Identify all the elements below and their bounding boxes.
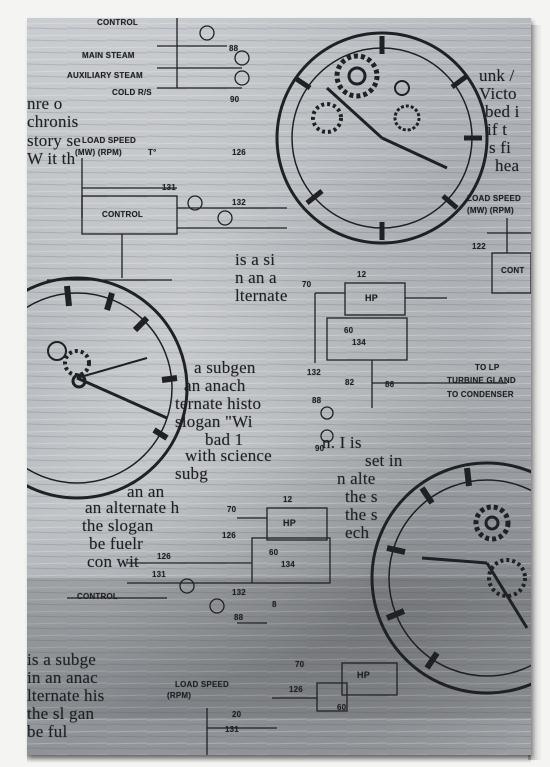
text-fragment-m1: a subgen [194, 358, 256, 377]
label-90b: 90 [315, 444, 325, 453]
label-131a: 131 [162, 183, 176, 192]
clock-bottom-right [370, 461, 531, 695]
label-load-speed-right: LOAD SPEED [467, 194, 522, 203]
text-fragment-m12: con wit [87, 552, 139, 571]
text-fragment-m3: ternate histo [175, 394, 262, 413]
label-126d: 126 [289, 685, 303, 694]
label-rpm-bottom: (RPM) [167, 691, 192, 700]
text-fragment-rr1: n. I is [322, 433, 362, 452]
label-hp-2: HP [283, 518, 296, 528]
label-main-steam: MAIN STEAM [82, 51, 135, 60]
label-126c: 126 [157, 552, 171, 561]
label-8: 8 [272, 600, 277, 609]
label-cold: COLD R/S [112, 88, 152, 97]
board-side-shadow [528, 25, 542, 760]
label-70c: 70 [295, 660, 305, 669]
label-rpm: (MW) (RPM) [75, 148, 122, 157]
text-fragment-b3: lternate his [27, 686, 105, 705]
label-82: 82 [345, 378, 355, 387]
text-fragment-m6: with science [185, 446, 272, 465]
label-t0: T° [148, 148, 157, 157]
text-fragment-m8: an an [127, 482, 165, 501]
text-fragment-rr5: the s [345, 505, 378, 524]
silver-collage-board: CONTROL MAIN STEAM AUXILIARY STEAM COLD … [27, 18, 531, 755]
label-60b: 60 [269, 548, 279, 557]
label-60c: 60 [337, 703, 347, 712]
label-cont-right: CONT [501, 266, 525, 275]
label-132c: 132 [232, 588, 246, 597]
label-126b: 126 [222, 531, 236, 540]
label-88a: 88 [229, 44, 239, 53]
text-fragment-b4: the sl gan [27, 704, 95, 723]
label-to-lp: TO LP [475, 363, 500, 372]
label-hp-3: HP [357, 670, 370, 680]
label-126a: 126 [232, 148, 246, 157]
dark-smudge-band [27, 578, 531, 718]
text-fragment-m9: an alternate h [85, 498, 180, 517]
label-turbine-gland: TURBINE GLAND [447, 376, 516, 385]
text-fragment-tr6: hea [495, 156, 520, 175]
text-fragment-m5: bad 1 [205, 430, 244, 449]
label-control-top: CONTROL [97, 18, 138, 27]
clock-top-right [275, 31, 489, 245]
label-132a: 132 [232, 198, 246, 207]
text-fragment-tr2: Victo [479, 84, 517, 103]
text-fragment-tr1: unk / [479, 66, 515, 85]
text-fragment-r4: W it th [27, 149, 76, 168]
text-fragment-b2: in an anac [27, 668, 98, 687]
label-131b: 131 [152, 570, 166, 579]
text-fragment-r2: chronis [27, 112, 79, 131]
label-134b: 134 [281, 560, 295, 569]
text-fragment-rr6: ech [345, 523, 370, 542]
label-load-speed: LOAD SPEED [82, 136, 137, 145]
label-hp-1: HP [365, 293, 378, 303]
text-fragment-m4: slogan "Wi [175, 412, 253, 431]
text-fragment-c3: lternate [235, 286, 288, 305]
board-bottom-shadow [27, 755, 531, 763]
text-fragment-tr4: if t [487, 120, 508, 139]
label-20: 20 [232, 710, 242, 719]
label-122: 122 [472, 242, 486, 251]
label-86: 86 [385, 380, 395, 389]
text-fragment-rr3: n alte [337, 469, 376, 488]
text-fragment-b1: is a subge [27, 650, 97, 669]
schematic-lines [47, 18, 531, 755]
label-12a: 12 [357, 270, 367, 279]
text-fragment-m10: the slogan [82, 516, 154, 535]
label-load-speed-bottom: LOAD SPEED [175, 680, 230, 689]
brushed-texture [27, 18, 531, 755]
text-fragment-c1: is a si [235, 250, 276, 269]
text-fragment-rr2: set in [365, 451, 403, 470]
label-control-mid: CONTROL [102, 210, 143, 219]
label-90a: 90 [230, 95, 240, 104]
label-auxiliary-steam: AUXILIARY STEAM [67, 71, 143, 80]
text-fragment-r1: nre o [27, 94, 63, 113]
stamped-artwork [27, 18, 531, 755]
label-mw-right: (MW) (RPM) [467, 206, 514, 215]
label-132b: 132 [307, 368, 321, 377]
label-to-condenser: TO CONDENSER [447, 390, 514, 399]
label-70b: 70 [227, 505, 237, 514]
label-88c: 88 [234, 613, 244, 622]
label-131c: 131 [225, 725, 239, 734]
text-fragment-tr5: s fi [489, 138, 512, 157]
text-fragment-r3: story se [27, 131, 82, 150]
clock-left [27, 276, 189, 500]
text-fragment-m2: an anach [184, 376, 246, 395]
text-fragment-m7: subg [175, 464, 208, 483]
text-fragment-tr3: bed i [485, 102, 520, 121]
text-fragment-rr4: the s [345, 487, 378, 506]
label-70a: 70 [302, 280, 312, 289]
label-88b: 88 [312, 396, 322, 405]
label-60a: 60 [344, 326, 354, 335]
label-12b: 12 [283, 495, 293, 504]
label-134a: 134 [352, 338, 366, 347]
label-control-low: CONTROL [77, 592, 118, 601]
text-fragment-c2: n an a [235, 268, 277, 287]
text-fragment-b5: be ful [27, 722, 68, 741]
text-fragment-m11: be fuelr [89, 534, 143, 553]
